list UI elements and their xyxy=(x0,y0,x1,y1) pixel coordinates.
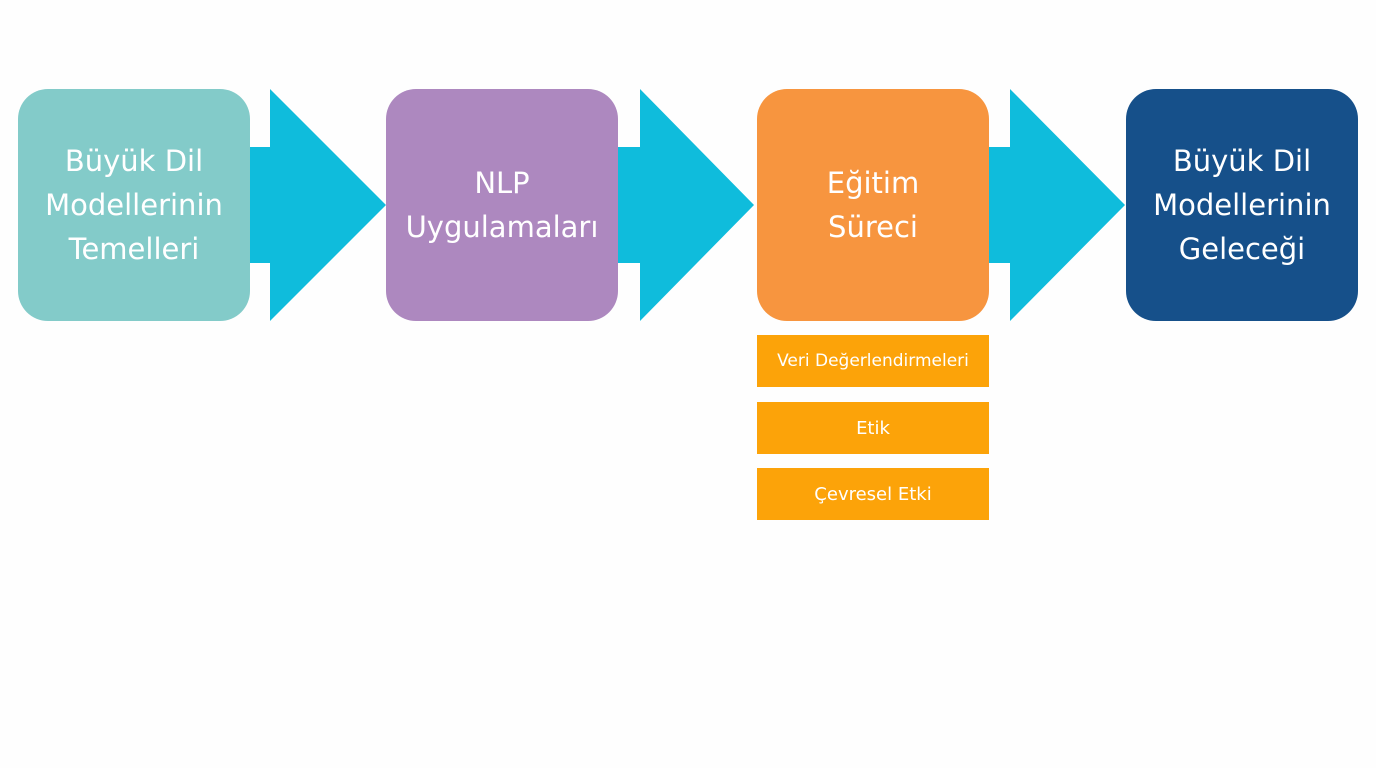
sub-item-ethics: Etik xyxy=(757,402,989,454)
step-box-training-process: Eğitim Süreci xyxy=(757,89,989,321)
sub-item-data-evaluations: Veri Değerlendirmeleri xyxy=(757,335,989,387)
step-box-llm-future: Büyük Dil Modellerinin Geleceği xyxy=(1126,89,1358,321)
arrow-icon xyxy=(250,89,386,321)
step-box-llm-foundations: Büyük Dil Modellerinin Temelleri xyxy=(18,89,250,321)
arrow-icon xyxy=(618,89,754,321)
arrow-icon xyxy=(989,89,1125,321)
step-box-nlp-applications: NLP Uygulamaları xyxy=(386,89,618,321)
sub-item-environmental-impact: Çevresel Etki xyxy=(757,468,989,520)
